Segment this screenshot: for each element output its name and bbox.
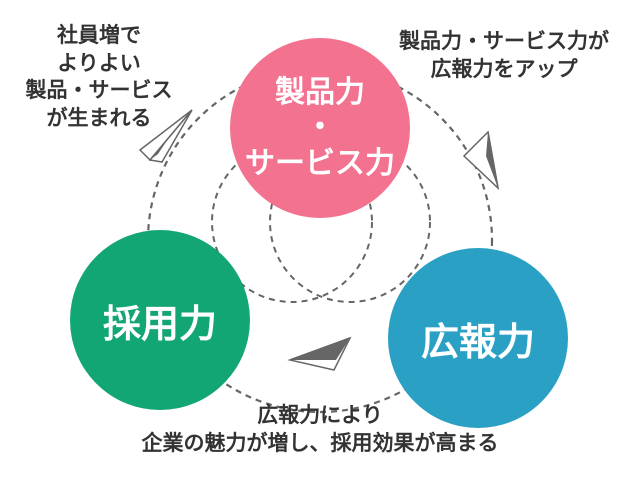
paper-plane-icon [287, 336, 352, 371]
product-line-3: サービス力 [245, 145, 395, 181]
recruitment-line-1: 採用力 [102, 301, 217, 346]
pr-label: 広報力 [388, 248, 568, 428]
caption-bottom-line-2: 企業の魅力が増し、採用効果が高まる [141, 430, 499, 455]
caption-top-left-line-2: よりよい [57, 50, 141, 75]
caption-top-right-line-1: 製品力・サービス力が [399, 29, 609, 53]
recruitment-label: 採用力 [70, 230, 250, 410]
caption-top-left-line-1: 社員増で [57, 23, 141, 47]
paper-plane-icon [138, 109, 193, 163]
caption-bottom-line-1: 広報力により [257, 403, 383, 427]
caption-top-left: 社員増で よりよい 製品・サービス が生まれる [4, 22, 194, 133]
caption-top-left-line-3: 製品・サービス [25, 78, 173, 103]
product-line-1: 製品力 [275, 74, 365, 110]
pr-circle [388, 248, 568, 428]
product-service-label: 製品力 ・ サービス力 [230, 38, 410, 218]
recruitment-circle [70, 230, 250, 410]
caption-top-right-line-2: 広報力をアップ [430, 56, 578, 81]
caption-top-right: 製品力・サービス力が 広報力をアップ [372, 28, 636, 83]
paper-plane-icon [462, 130, 500, 191]
product-line-2: ・ [305, 110, 335, 146]
caption-top-left-line-4: が生まれる [46, 106, 152, 131]
pr-line-1: 広報力 [420, 319, 535, 364]
product-service-circle [230, 38, 410, 218]
caption-bottom: 広報力により 企業の魅力が増し、採用効果が高まる [80, 402, 560, 457]
